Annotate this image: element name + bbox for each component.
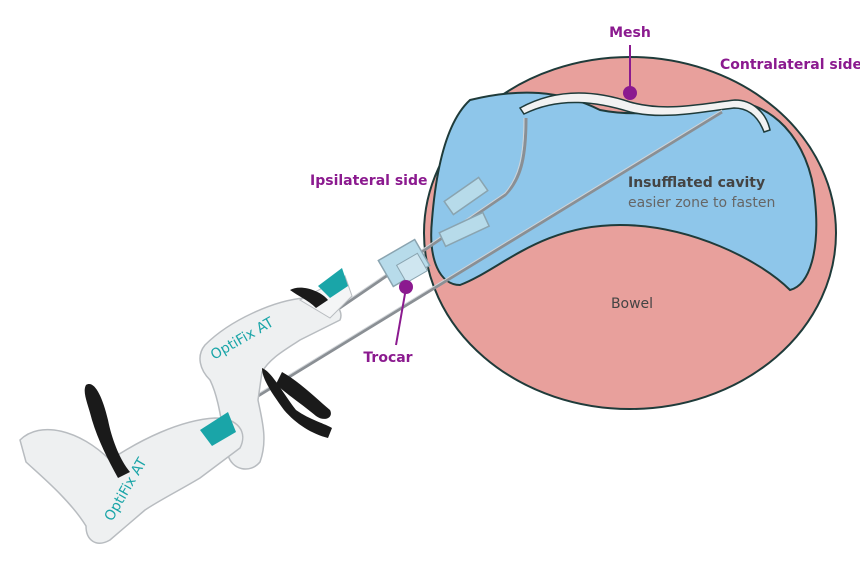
label-contralateral: Contralateral side (720, 57, 860, 73)
grasper-shaft-highlight (299, 117, 525, 334)
label-cavity-sub: easier zone to fasten (628, 195, 775, 211)
trocar-lower (438, 211, 491, 248)
label-trocar: Trocar (363, 350, 412, 366)
tacker-device-lower: OptiFix AT (19, 368, 332, 544)
trocar-housing (377, 238, 431, 288)
grasper-shaft (299, 117, 528, 337)
tacker-shaft (234, 110, 723, 412)
mesh (518, 92, 771, 133)
mesh-dot (623, 86, 637, 100)
label-bowel: Bowel (611, 296, 653, 312)
label-cavity-title: Insufflated cavity (628, 175, 765, 191)
trocar-leader (395, 287, 407, 346)
label-mesh: Mesh (609, 25, 651, 41)
lower-trigger-right (262, 368, 332, 438)
upper-trigger (290, 287, 328, 308)
tacker-shaft-highlight (234, 109, 723, 409)
upper-lower-trigger (276, 372, 331, 419)
trocar-upper (443, 176, 489, 216)
trocar-dot (399, 280, 413, 294)
label-ipsilateral: Ipsilateral side (310, 173, 427, 189)
lower-trigger-left (84, 384, 130, 478)
